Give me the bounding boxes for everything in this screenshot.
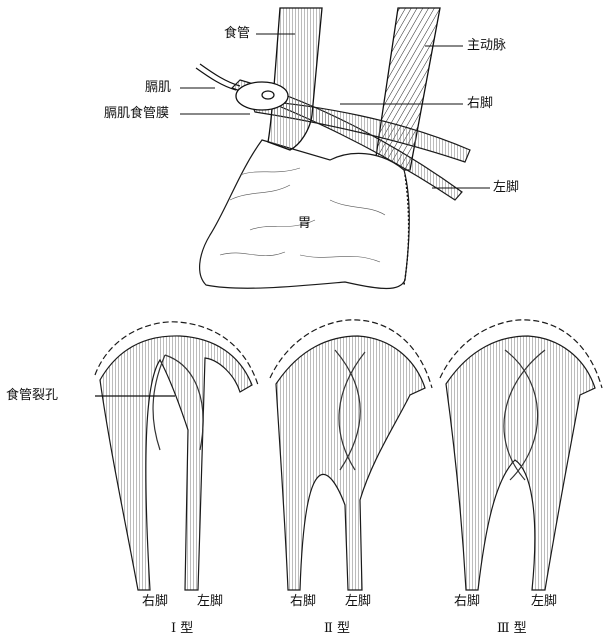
label-esophageal-hiatus: 食管裂孔 [6, 388, 59, 403]
label-left-crus-top: 左脚 [493, 180, 520, 195]
type-3-drawing [439, 319, 603, 591]
type-2-right-crus-label: 右脚 [290, 594, 317, 609]
stomach-drawing [199, 139, 410, 290]
type-3-right-crus-label: 右脚 [454, 594, 481, 609]
esophagus-drawing [267, 7, 323, 151]
label-diaphragm: 膈肌 [145, 80, 172, 95]
label-right-crus-top: 右脚 [467, 96, 494, 111]
type-1-right-crus-label: 右脚 [142, 594, 169, 609]
type-1-drawing [94, 321, 259, 591]
type-3-left-crus-label: 左脚 [531, 594, 558, 609]
type-1-left-crus-label: 左脚 [197, 594, 224, 609]
type-3-caption: Ⅲ 型 [497, 621, 527, 636]
phrenoesophageal-ring [195, 63, 289, 111]
type-2-left-crus-label: 左脚 [345, 594, 372, 609]
type-1-caption: Ⅰ 型 [171, 621, 194, 636]
top-illustration [180, 7, 490, 290]
label-phrenoesophageal-membrane: 膈肌食管膜 [104, 106, 170, 121]
label-esophagus: 食管 [224, 26, 251, 41]
type-2-drawing [269, 319, 433, 591]
label-aorta: 主动脉 [467, 38, 507, 53]
leader-lines [180, 33, 490, 189]
type-2-caption: Ⅱ 型 [324, 621, 350, 636]
label-stomach: 胃 [298, 216, 312, 231]
